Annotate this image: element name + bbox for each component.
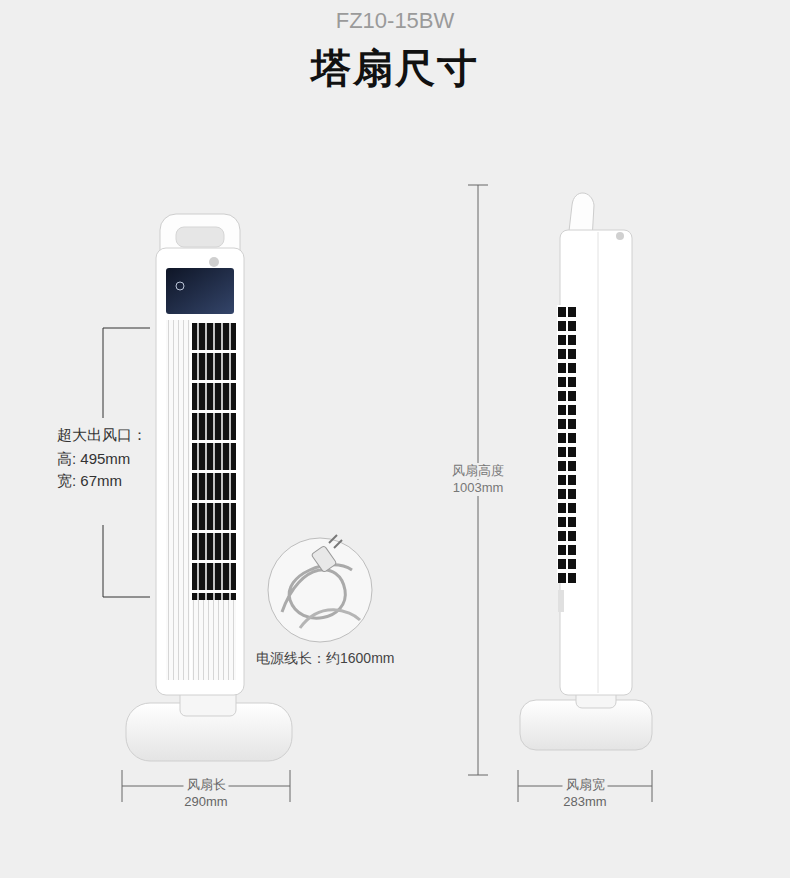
front-fan xyxy=(126,214,292,761)
side-fan xyxy=(520,193,652,750)
outlet-width: 宽: 67mm xyxy=(57,472,122,490)
dimension-value: 1003mm xyxy=(450,480,507,496)
cord-length: 电源线长：约1600mm xyxy=(256,650,394,667)
dimension-name: 风扇长 xyxy=(184,777,229,793)
power-cord xyxy=(268,535,372,642)
dimension-name: 风扇高度 xyxy=(449,463,507,479)
dimension-value: 283mm xyxy=(560,794,609,810)
page-title: 塔扇尺寸 xyxy=(311,44,479,92)
dimension-name: 风扇宽 xyxy=(563,777,608,793)
model-number: FZ10-15BW xyxy=(336,8,455,34)
outlet-heading: 超大出风口： xyxy=(57,426,147,444)
dimension-value: 290mm xyxy=(181,794,230,810)
outlet-height: 高: 495mm xyxy=(57,450,130,468)
